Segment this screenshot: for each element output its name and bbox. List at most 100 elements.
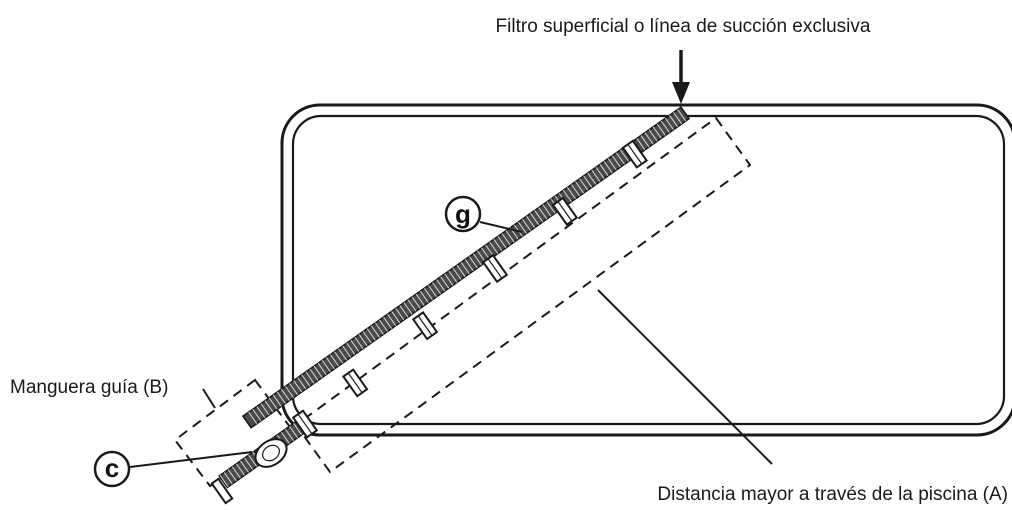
hose-rib <box>244 457 254 470</box>
hose-rib <box>428 285 437 298</box>
hose-rib <box>473 253 482 266</box>
hose-rib <box>362 331 372 344</box>
skimmer-arrow-head <box>672 82 690 104</box>
hose-rib <box>334 351 343 364</box>
hose-rib <box>309 368 319 381</box>
hose-rib <box>587 172 597 185</box>
hose-rib <box>285 385 294 399</box>
hose-rib <box>276 391 286 404</box>
pool-outline <box>280 103 1012 437</box>
hose-rib <box>325 357 335 370</box>
leader-hose-pointer <box>202 388 216 409</box>
hose-rib <box>268 397 278 410</box>
hose-cuff-seam <box>347 372 363 394</box>
hose-rib <box>272 394 282 407</box>
hose-cuffs <box>291 139 649 439</box>
hose-rib <box>358 334 368 347</box>
hose-rib <box>370 325 380 338</box>
end-connector-plate <box>210 477 234 505</box>
hose-rib <box>419 290 429 303</box>
hose-rib <box>538 207 548 220</box>
hose-rib <box>489 241 499 254</box>
hose-rib <box>219 475 229 488</box>
hose-end-connector <box>210 477 234 505</box>
hose-rib <box>366 328 376 341</box>
hose-rib <box>493 238 503 252</box>
hose-rib <box>501 233 511 246</box>
hose-rib <box>346 342 356 355</box>
pool-inner-wall <box>291 114 1006 426</box>
hose-rib <box>607 158 617 171</box>
hose-rib <box>579 178 589 191</box>
hose-rib <box>338 348 348 361</box>
hose-rib <box>395 308 405 321</box>
hose-rib <box>403 302 413 315</box>
hose-rib <box>452 267 462 280</box>
cleaner-body <box>254 438 288 468</box>
hose-rib <box>448 270 458 283</box>
hose-rib <box>289 383 299 396</box>
hose-cuff <box>291 409 319 439</box>
hose-rib <box>411 296 421 309</box>
hose-rib <box>280 388 290 401</box>
hose-rib <box>456 264 466 277</box>
hose-cuff <box>411 311 439 341</box>
callout-c-letter: c <box>105 453 119 483</box>
cleaner-head <box>254 438 288 468</box>
hose-cuff-seam <box>297 413 313 435</box>
hose-rib <box>530 213 540 226</box>
hose-rib <box>669 115 679 128</box>
hose-rib <box>223 472 233 485</box>
hose-rib <box>321 360 331 373</box>
hose-rib <box>497 236 507 249</box>
hose-cuff-seam <box>557 201 573 222</box>
hose-rib <box>460 262 470 275</box>
hose-cuff <box>621 139 649 169</box>
hose-rib <box>231 466 241 479</box>
hose-rib <box>522 218 531 231</box>
hose-rib <box>677 109 687 122</box>
hose-rib <box>652 126 662 139</box>
hose-rib <box>571 184 580 197</box>
cleaner-detail <box>262 444 280 462</box>
hose-rib <box>611 155 621 168</box>
hose-rib <box>374 322 384 335</box>
hose-rib <box>665 117 674 130</box>
hose-rib <box>383 316 393 329</box>
hose-rib <box>423 287 433 301</box>
hose-rib <box>350 339 360 352</box>
hose-rib <box>313 365 323 378</box>
hose-rib <box>293 380 303 393</box>
skimmer-arrow <box>672 50 690 104</box>
hose-rib <box>391 311 401 324</box>
hose-rib <box>444 273 454 286</box>
callout-g: g <box>444 195 482 233</box>
hose-cuff-seam <box>487 258 503 279</box>
hose-rib <box>317 362 327 375</box>
hose-rib <box>517 221 527 234</box>
hose-rib <box>305 371 315 384</box>
hose-tube <box>241 106 691 429</box>
skimmer-label: Filtro superficial o línea de succión ex… <box>496 16 871 37</box>
callout-c-leader <box>129 451 253 468</box>
hose-rib <box>297 377 307 390</box>
hose-rib <box>505 230 515 243</box>
hose-rib <box>546 201 556 214</box>
hose-rib <box>616 152 625 165</box>
hose-assembly <box>210 106 691 505</box>
pool-outer-wall <box>280 103 1012 437</box>
hose-rib <box>603 161 613 174</box>
hose-rib <box>399 305 409 318</box>
hose-rib <box>644 132 654 145</box>
hose-rib <box>256 406 266 419</box>
hose-rib <box>526 215 536 228</box>
leader-hose-dashed-box <box>173 378 292 488</box>
longest-distance-dashed-box <box>294 116 752 474</box>
hose-rib <box>260 403 270 416</box>
hose-rib <box>648 129 658 142</box>
hose-rib <box>330 354 339 367</box>
hose-rib <box>640 135 650 148</box>
hose-rib <box>285 428 294 441</box>
